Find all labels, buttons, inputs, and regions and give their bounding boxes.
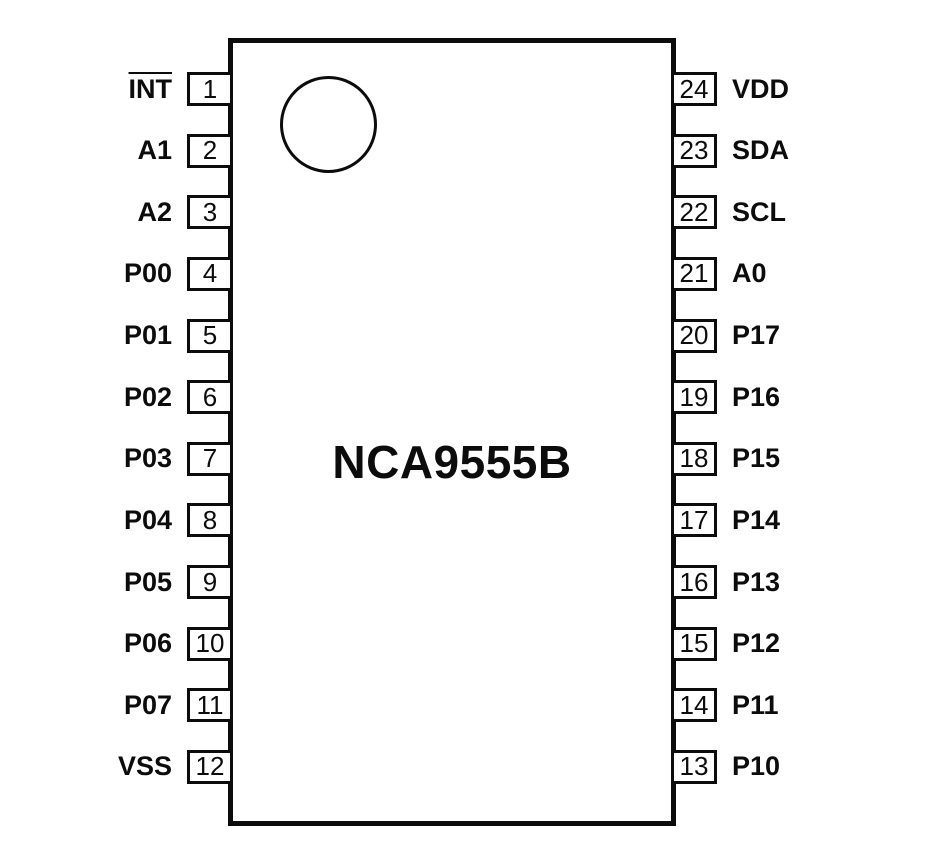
pin-label: P01 [123, 320, 172, 350]
pin-row: A1 2 [137, 133, 233, 168]
pin-row: 14 P11 [671, 688, 779, 723]
pin-label: P07 [123, 689, 172, 720]
pin-label: P16 [732, 381, 781, 412]
pin-row: P03 7 [123, 441, 233, 476]
pin-label: P00 [123, 258, 172, 289]
pin-row: VSS 12 [117, 749, 233, 784]
pin-label: P10 [732, 751, 781, 782]
pin-number-box: 10 [187, 626, 233, 661]
pin-number-box: 18 [671, 441, 717, 476]
pin-row: 24 VDD [671, 72, 789, 106]
pin-number-box: 7 [187, 441, 233, 476]
pin-number-box: 12 [187, 749, 233, 784]
chip-body: NCA9555B [228, 38, 676, 826]
pin-number-box: 8 [187, 503, 233, 538]
pin-label: A2 [137, 196, 172, 227]
pin-number-box: 13 [671, 749, 717, 784]
pin-row: 22 SCL [671, 195, 786, 230]
pin-number-box: 9 [187, 565, 233, 599]
pin-number-box: 20 [671, 318, 717, 353]
pin-row: 21 A0 [671, 256, 767, 291]
pin-label: P13 [732, 566, 781, 597]
pin-label: SDA [732, 135, 790, 166]
pin-number-box: 24 [671, 72, 717, 106]
pin-row: INT 1 [128, 72, 233, 106]
pin-label: A1 [137, 135, 172, 166]
pin1-indicator-circle [280, 76, 377, 173]
pin-number-box: 3 [187, 195, 233, 230]
pin-number-box: 4 [187, 256, 233, 291]
pin-label: P04 [123, 504, 172, 535]
pin-row: 13 P10 [671, 749, 781, 784]
pin-row: P01 5 [123, 318, 233, 353]
pin-label: INT [128, 73, 173, 104]
pin-label: SCL [732, 196, 786, 227]
pin-row: 17 P14 [671, 503, 781, 538]
pin-label: P14 [732, 504, 781, 535]
pin-label: P05 [123, 566, 172, 597]
pin-row: 16 P13 [671, 565, 780, 599]
pin-number-box: 15 [671, 626, 717, 661]
pin-row: 23 SDA [671, 133, 790, 168]
pin-label: P11 [732, 689, 779, 720]
pin-label: P03 [123, 443, 172, 474]
pin-row: 19 P16 [671, 380, 781, 415]
pin-number-box: 22 [671, 195, 717, 230]
pin-number-box: 21 [671, 256, 717, 291]
pin-number-box: 19 [671, 380, 717, 415]
pin-number-box: 23 [671, 133, 717, 168]
pin-label: P02 [123, 381, 172, 412]
pin-row: P05 9 [124, 565, 233, 599]
pin-label: P12 [732, 628, 781, 659]
pin-row: P06 10 [123, 626, 233, 661]
pin-row: 20 P17 [671, 318, 781, 353]
pin-number-box: 6 [187, 380, 233, 415]
pin-label: P06 [123, 628, 172, 659]
pin-label: A0 [732, 258, 767, 289]
pin-row: P07 11 [123, 688, 233, 723]
pin-row: A2 3 [137, 195, 233, 230]
pin-number-box: 11 [187, 688, 233, 723]
pin-label: P17 [732, 320, 781, 350]
pin-row: P02 6 [123, 380, 233, 415]
pin-row: 18 P15 [671, 441, 781, 476]
pin-number-box: 5 [187, 318, 233, 353]
pin-label: VDD [732, 73, 790, 104]
pin-row: 15 P12 [671, 626, 781, 661]
pin-row: P04 8 [123, 503, 233, 538]
pin-number-box: 17 [671, 503, 717, 538]
pin-label: VSS [117, 751, 172, 782]
pin-number-box: 1 [187, 72, 233, 106]
pin-number-box: 16 [671, 565, 717, 599]
chip-name: NCA9555B [332, 436, 572, 488]
pin-number-box: 14 [671, 688, 717, 723]
pin-number-box: 2 [187, 133, 233, 168]
pin-label: P15 [732, 443, 781, 474]
pin-row: P00 4 [123, 256, 233, 291]
